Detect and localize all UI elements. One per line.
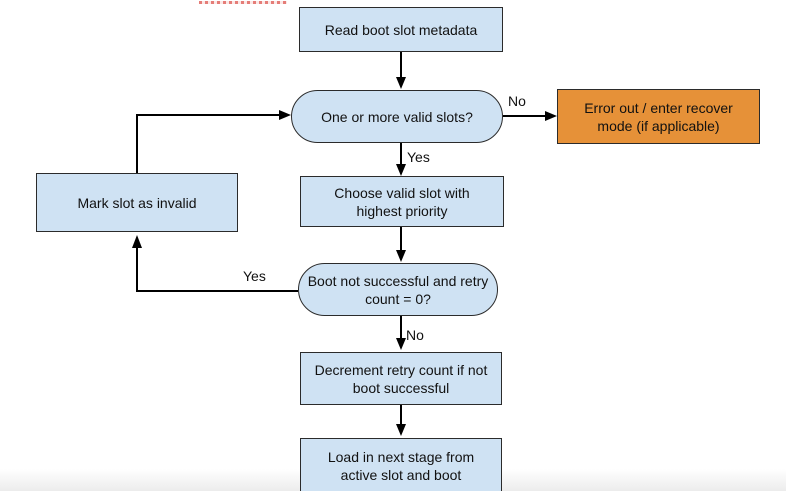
flow-node-label: Read boot slot metadata [324, 21, 478, 38]
flow-decision-boot-not-successful: Boot not successful and retry count = 0? [298, 263, 498, 316]
flow-node-label: Choose valid slot with highest priority [334, 184, 470, 219]
edge-label-no-to-error: No [508, 93, 526, 109]
flow-node-label: Error out / enter recover mode (if appli… [584, 99, 733, 134]
edge-boot-to-decrement [396, 316, 406, 350]
edge-label-yes-to-mark: Yes [243, 268, 266, 284]
flow-node-decrement-retry-count: Decrement retry count if not boot succes… [300, 352, 502, 405]
edge-mark-to-valid [136, 110, 291, 173]
edge-label-no-to-decrement: No [406, 327, 424, 343]
flow-node-label: Mark slot as invalid [77, 194, 197, 211]
flow-node-read-boot-slot-metadata: Read boot slot metadata [299, 7, 503, 52]
flow-node-label: Load in next stage from active slot and … [327, 449, 475, 483]
flow-node-load-next-stage: Load in next stage from active slot and … [300, 438, 502, 491]
flow-node-mark-slot-invalid: Mark slot as invalid [36, 173, 238, 232]
flow-node-label: Decrement retry count if not boot succes… [314, 361, 488, 396]
edge-label-yes-to-choose: Yes [407, 149, 430, 165]
edge-valid-to-choose [396, 143, 406, 176]
flow-node-label: One or more valid slots? [321, 108, 473, 125]
edge-choose-to-boot [396, 227, 406, 262]
flow-node-choose-valid-slot: Choose valid slot with highest priority [300, 176, 504, 227]
flow-node-label: Boot not successful and retry count = 0? [307, 272, 489, 307]
edge-valid-to-error [503, 111, 557, 121]
flow-node-error-out-recover-mode: Error out / enter recover mode (if appli… [557, 89, 760, 144]
edge-decrement-to-load [396, 405, 406, 436]
edge-boot-to-mark [132, 235, 298, 292]
edge-read-to-valid [396, 52, 406, 89]
flow-decision-one-or-more-valid-slots: One or more valid slots? [291, 90, 503, 143]
red-dotted-annotation [199, 1, 287, 4]
